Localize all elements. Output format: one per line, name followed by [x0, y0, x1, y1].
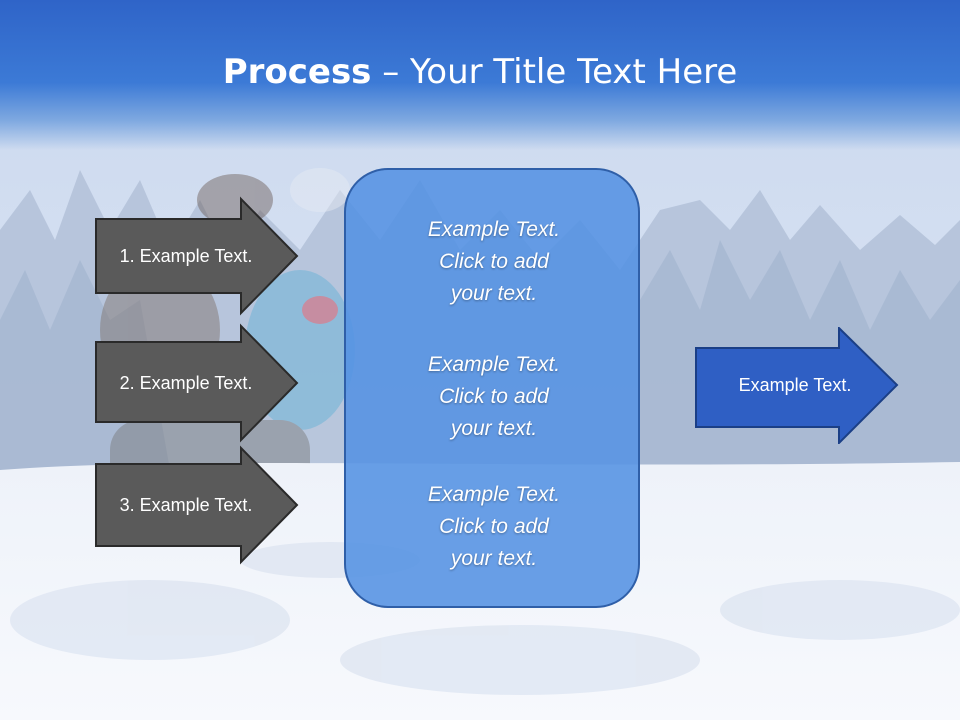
center-paragraph-2: Example Text. Click to add your text. [427, 353, 561, 440]
left-arrow-1-label: 1. Example Text. [119, 246, 253, 266]
right-arrow-shape-icon [95, 196, 299, 316]
title-band [0, 0, 960, 150]
right-arrow-shape-icon [95, 323, 299, 443]
center-text-box[interactable]: Example Text. Click to add your text. Ex… [344, 168, 640, 608]
right-arrow-shape-icon [95, 445, 299, 565]
center-paragraph-3: Example Text. Click to add your text. [427, 483, 561, 570]
slide-title[interactable]: Process – Your Title Text Here [0, 52, 960, 92]
right-arrow[interactable]: Example Text. [695, 327, 900, 444]
center-paragraph-1: Example Text. Click to add your text. [427, 218, 561, 305]
right-arrow-label: Example Text. [738, 375, 852, 395]
right-arrow-shape-icon [695, 327, 899, 444]
left-arrow-2[interactable]: 2. Example Text. [95, 323, 300, 443]
left-arrow-3-label: 3. Example Text. [119, 495, 253, 515]
slide-title-rest: – Your Title Text Here [371, 52, 738, 92]
left-arrow-1[interactable]: 1. Example Text. [95, 196, 300, 316]
left-arrow-3[interactable]: 3. Example Text. [95, 445, 300, 565]
left-arrow-2-label: 2. Example Text. [119, 373, 253, 393]
slide-title-bold: Process [222, 52, 372, 92]
